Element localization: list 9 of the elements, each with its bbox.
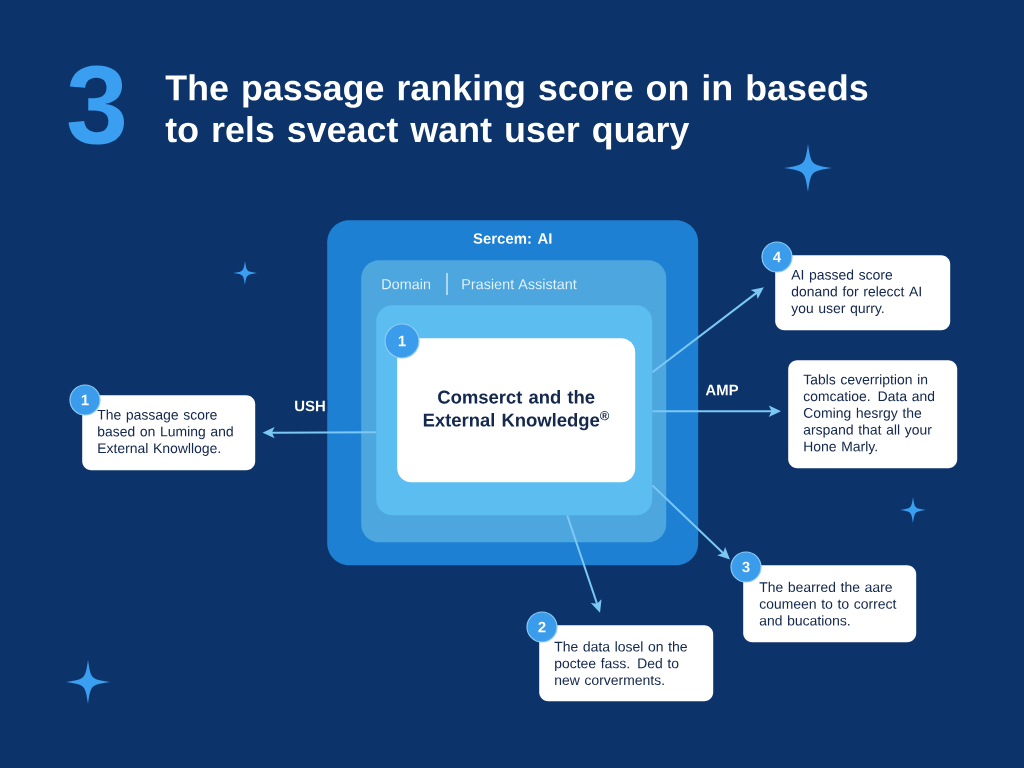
title: The passage ranking score on in baseds to rels sveact want user quary [165,74,868,150]
number-badge: 3 [730,551,762,583]
step-number: 3 [68,65,124,145]
edge-label: AMP [703,383,741,397]
number-badge: 1 [69,384,101,416]
number-badge: 1 [384,323,420,359]
edge-label: USH [292,399,328,413]
number-badge: 4 [761,241,793,273]
note-card: Tabls ceverription in comcatioe. Data and Coming hesrgy the arspand that all your Hone Marly. [788,360,958,469]
